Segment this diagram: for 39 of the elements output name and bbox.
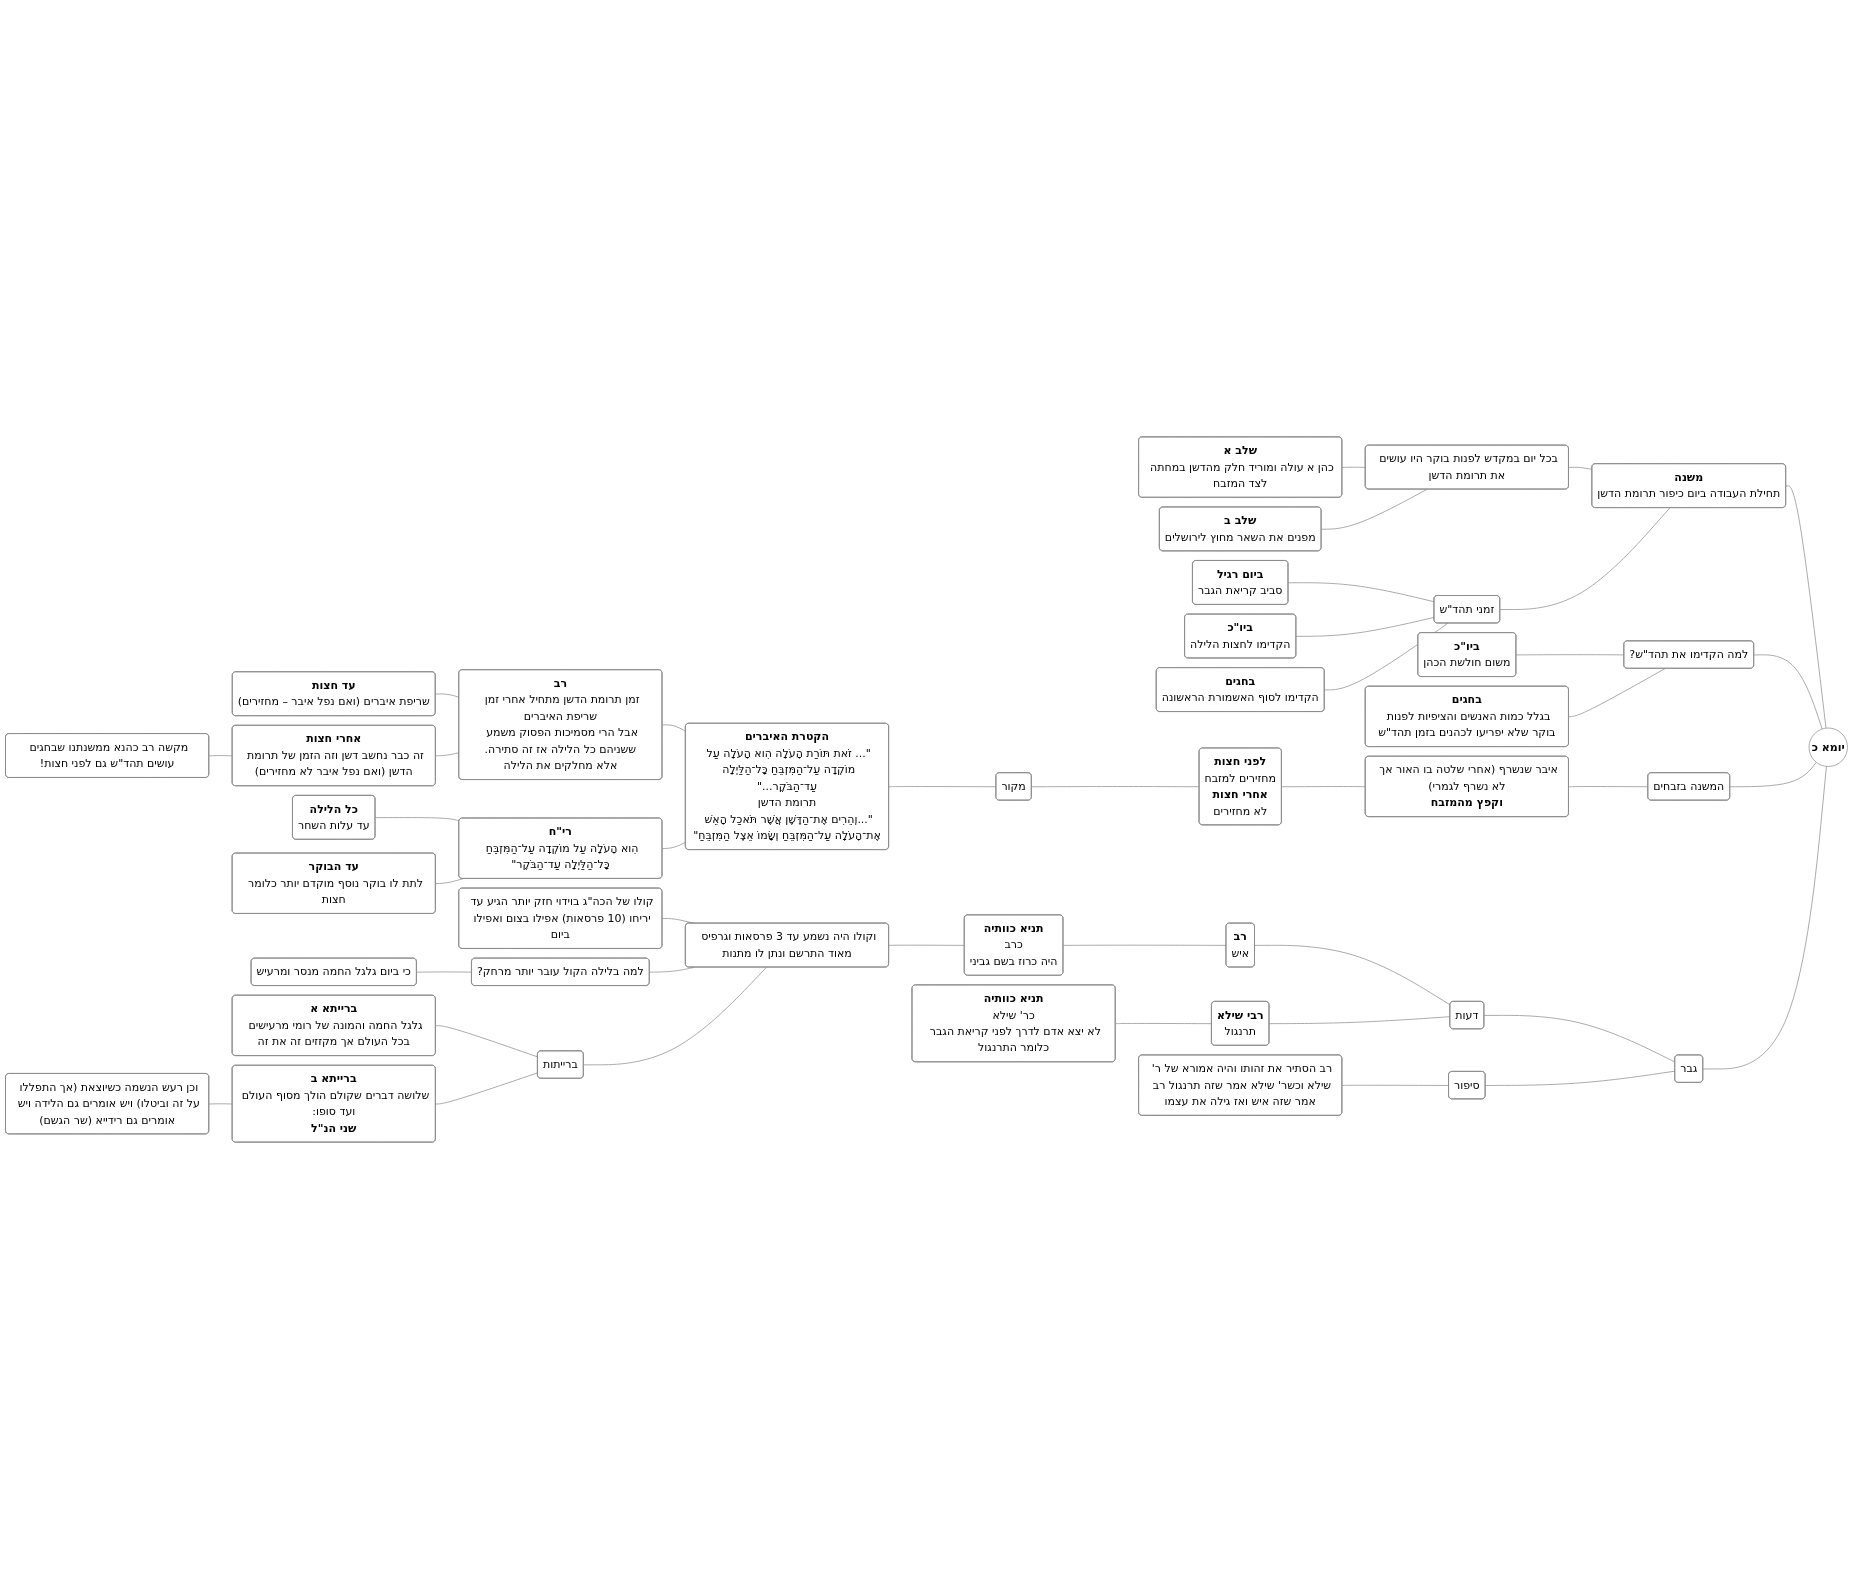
connector <box>1341 466 1366 468</box>
connector <box>435 878 464 884</box>
connector <box>1254 944 1451 1006</box>
connector <box>649 966 695 973</box>
connector <box>1341 1084 1450 1086</box>
connector <box>1499 507 1671 610</box>
connector <box>661 841 687 849</box>
connector <box>374 817 460 822</box>
connector <box>1324 622 1449 691</box>
connector <box>208 1103 233 1105</box>
connector <box>583 966 767 1066</box>
connector <box>1295 616 1435 637</box>
connector <box>435 752 460 757</box>
connector <box>888 786 997 788</box>
connector <box>1031 786 1200 788</box>
connector <box>1268 1016 1451 1025</box>
connector <box>1115 1023 1213 1025</box>
connector <box>1785 485 1827 729</box>
connector <box>1568 786 1649 788</box>
node-circle: יומא כ <box>1808 727 1848 767</box>
connector <box>435 1025 539 1058</box>
connector <box>1321 489 1428 530</box>
connector <box>1515 654 1625 656</box>
connector <box>435 1072 539 1105</box>
connector <box>1729 761 1817 788</box>
connector <box>1287 582 1435 603</box>
connector <box>435 693 460 698</box>
connector <box>1485 1070 1676 1086</box>
connector <box>208 755 233 757</box>
connector <box>888 944 965 946</box>
connector <box>661 724 687 732</box>
connector <box>1702 766 1827 1070</box>
connector <box>1281 786 1366 788</box>
connector <box>1753 654 1823 730</box>
connector <box>1568 668 1666 718</box>
connector <box>416 971 473 973</box>
connector <box>1483 1014 1676 1063</box>
connector <box>1062 944 1227 946</box>
connector <box>1568 466 1593 470</box>
